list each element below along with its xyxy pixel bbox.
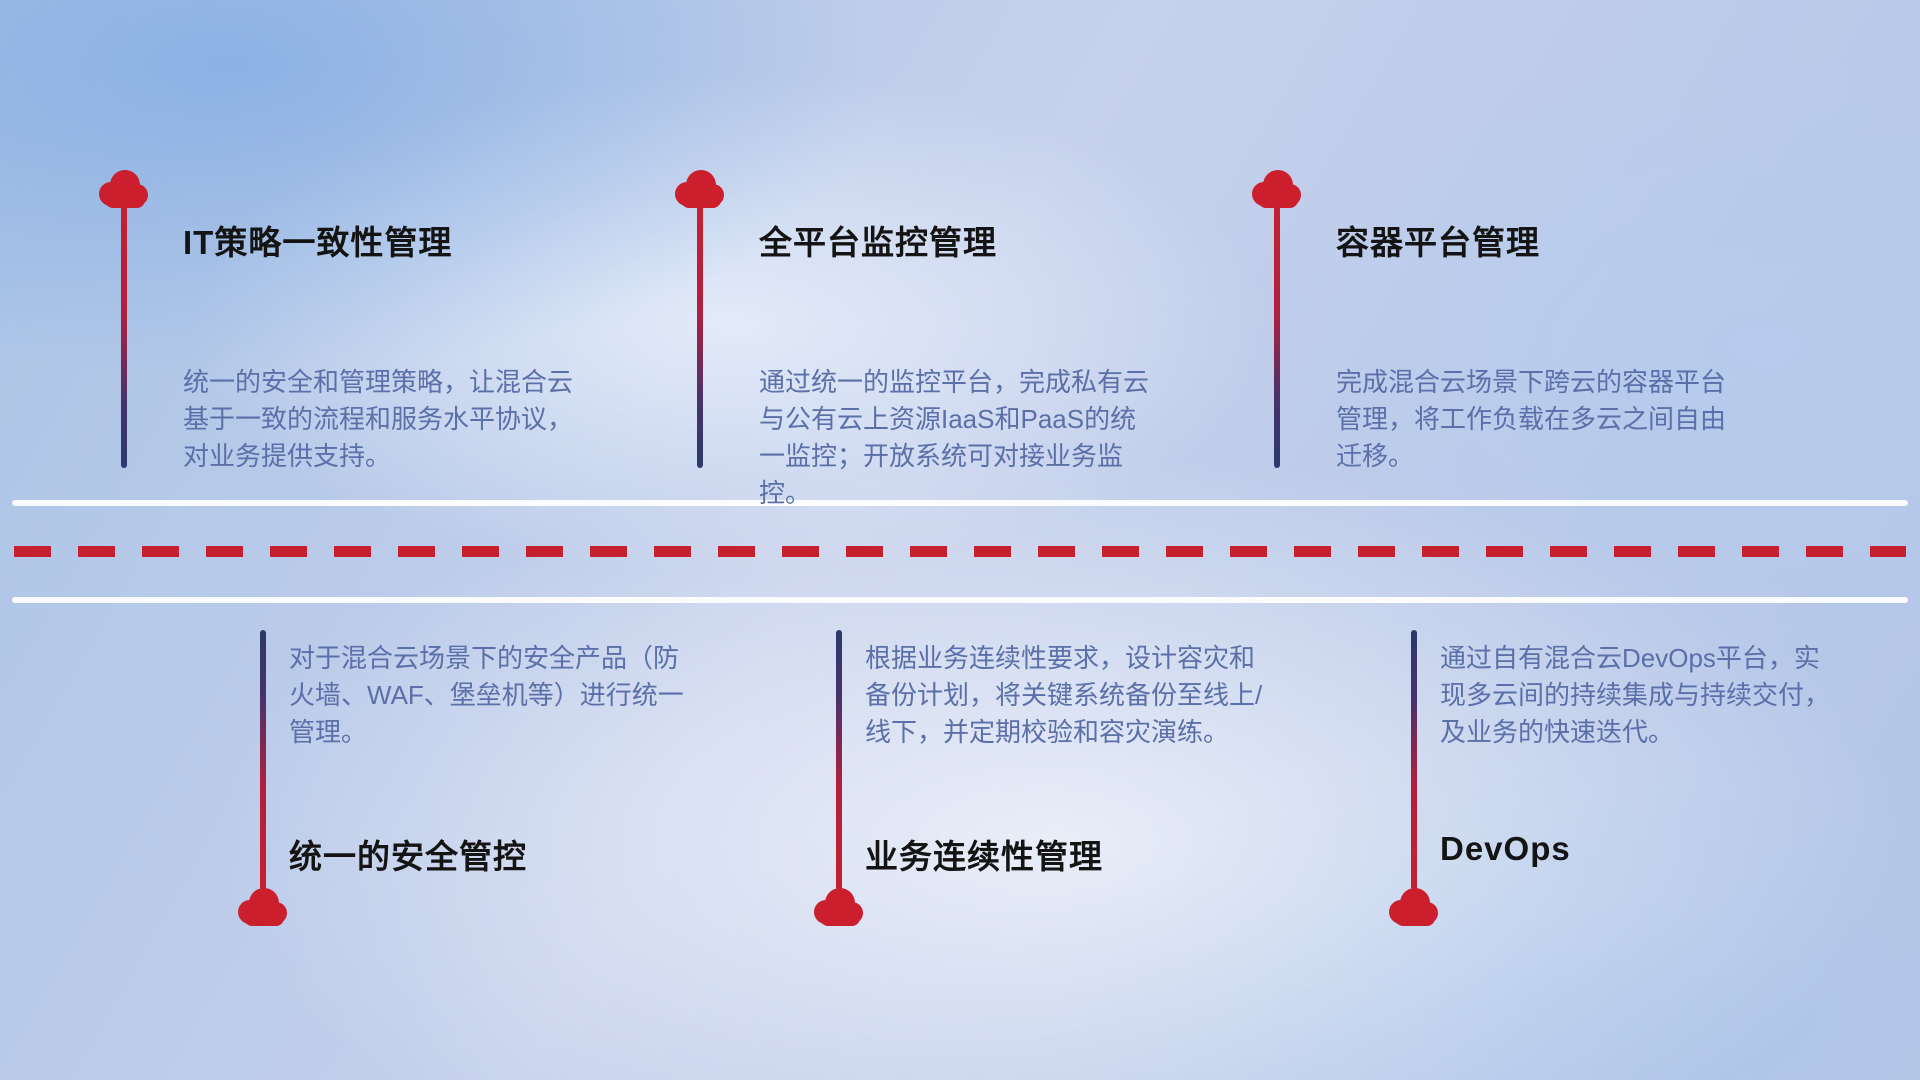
item-title: 容器平台管理 <box>1336 224 1540 261</box>
item-title: DevOps <box>1440 830 1571 867</box>
item-description: 通过统一的监控平台，完成私有云与公有云上资源IaaS和PaaS的统一监控；开放系… <box>759 367 1150 508</box>
item-title: IT策略一致性管理 <box>183 224 453 261</box>
connector-line <box>1274 206 1280 468</box>
connector-line <box>121 206 127 468</box>
road-line-top <box>12 500 1908 506</box>
item-description: 统一的安全和管理策略，让混合云基于一致的流程和服务水平协议，对业务提供支持。 <box>183 367 574 471</box>
cloud-icon <box>1389 888 1438 926</box>
item-title: 全平台监控管理 <box>759 224 997 261</box>
item-title: 业务连续性管理 <box>865 838 1103 875</box>
connector-line <box>1411 630 1417 890</box>
cloud-icon <box>675 170 724 208</box>
connector-line <box>260 630 266 890</box>
item-description: 通过自有混合云DevOps平台，实现多云间的持续集成与持续交付，及业务的快速迭代… <box>1440 643 1831 747</box>
connector-line <box>836 630 842 890</box>
item-description: 根据业务连续性要求，设计容灾和备份计划，将关键系统备份至线上/线下，并定期校验和… <box>865 643 1263 747</box>
item-description: 完成混合云场景下跨云的容器平台管理，将工作负载在多云之间自由迁移。 <box>1336 367 1727 471</box>
connector-line <box>697 206 703 468</box>
cloud-icon <box>99 170 148 208</box>
road-line-bottom <box>12 597 1908 603</box>
item-title: 统一的安全管控 <box>289 838 527 875</box>
cloud-icon <box>238 888 287 926</box>
road-dashed-centerline <box>14 546 1906 557</box>
cloud-icon <box>1252 170 1301 208</box>
item-description: 对于混合云场景下的安全产品（防火墙、WAF、堡垒机等）进行统一管理。 <box>289 643 684 747</box>
cloud-icon <box>814 888 863 926</box>
